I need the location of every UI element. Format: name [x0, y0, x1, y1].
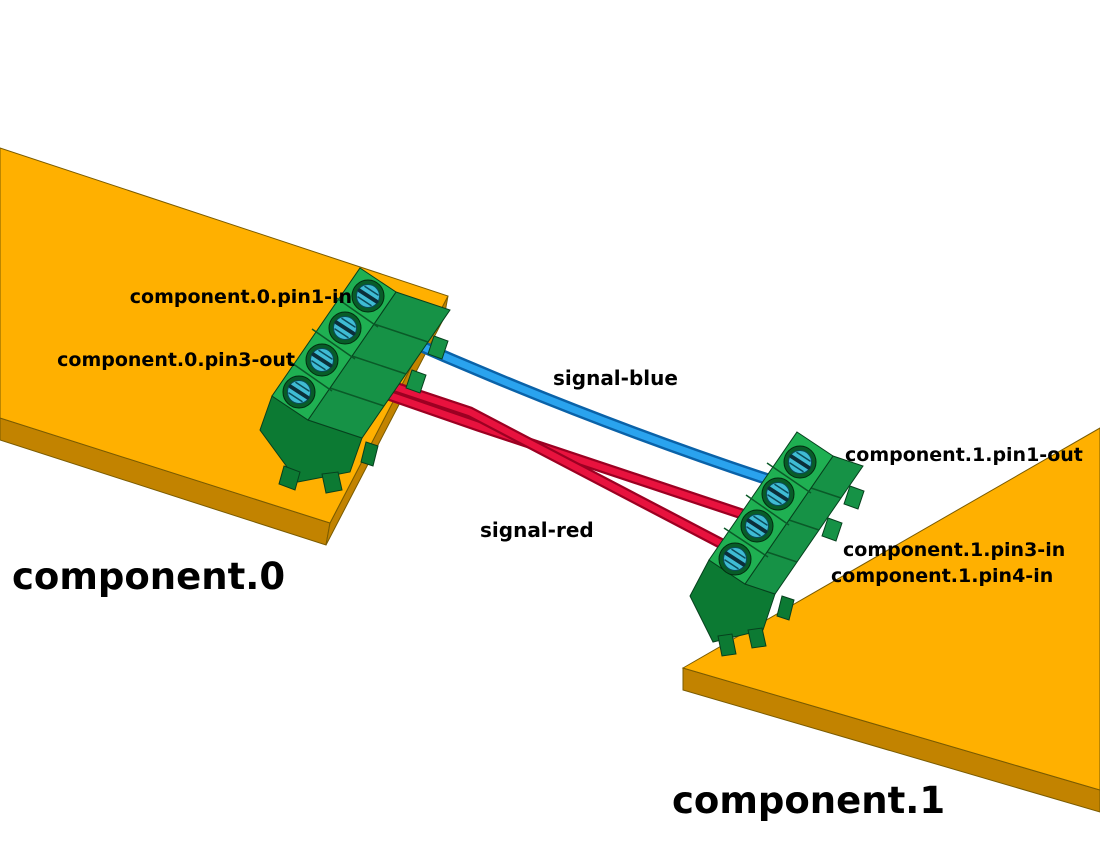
terminal-divider	[745, 494, 790, 526]
screw-terminal-c0-pin1	[350, 278, 386, 314]
label-signal-blue: signal-blue	[553, 366, 678, 390]
label-component1-pin1-out: component.1.pin1-out	[845, 444, 1083, 466]
connector-component0-step-tab	[405, 369, 427, 394]
wire-signal-blue	[392, 330, 800, 494]
terminal-divider	[373, 323, 429, 343]
connector-component1-peg	[776, 595, 795, 621]
label-component0-pin1-in: component.0.pin1-in	[130, 286, 352, 308]
label-component1-pin4-in: component.1.pin4-in	[831, 565, 1053, 587]
terminal-divider	[329, 387, 385, 407]
terminal-divider	[788, 519, 820, 531]
wire-signal-blue-core	[394, 332, 798, 492]
label-signal-red: signal-red	[480, 518, 594, 542]
connector-component0	[259, 267, 451, 494]
connector-component1-foot	[747, 627, 767, 649]
board-component1	[681, 427, 1100, 813]
connector-component1-foot	[717, 633, 737, 657]
terminal-divider	[334, 296, 379, 328]
label-component1-pin3-in: component.1.pin3-in	[843, 539, 1065, 561]
screw-terminal-c0-pin2	[327, 310, 363, 346]
label-component1-title: component.1	[672, 779, 945, 822]
terminal-divider	[311, 328, 356, 360]
connector-component0-foot	[278, 465, 301, 491]
terminal-divider	[766, 462, 812, 494]
screw-terminal-c0-pin3	[304, 342, 340, 378]
screw-terminal-c1-pin1	[782, 444, 818, 480]
terminal-divider	[288, 360, 333, 392]
terminal-divider	[766, 551, 798, 563]
connector-component0-peg	[360, 441, 379, 467]
label-component0-title: component.0	[12, 555, 285, 598]
board-component1-top	[681, 427, 1100, 791]
connector-component1-step-tab	[843, 485, 865, 510]
screw-terminal-c1-pin3	[739, 508, 775, 544]
screw-terminal-c0-pin4	[281, 374, 317, 410]
wire-signal-red-b-core	[364, 374, 749, 560]
wire-signal-red-a-core	[370, 386, 770, 526]
terminal-divider	[810, 487, 842, 499]
label-component0-pin3-out: component.0.pin3-out	[57, 349, 295, 371]
connector-component1	[689, 431, 865, 657]
connector-component0-step-tab	[427, 335, 449, 360]
screw-terminal-c1-pin2	[760, 476, 796, 512]
connector-component0-foot	[321, 471, 343, 494]
connector-component1-step-tab	[821, 517, 843, 542]
screw-terminal-c1-pin4	[717, 541, 753, 577]
wire-signal-red-a	[368, 384, 772, 528]
wire-signal-red-b	[362, 372, 751, 562]
terminal-divider	[351, 355, 407, 375]
terminal-divider	[723, 527, 769, 558]
